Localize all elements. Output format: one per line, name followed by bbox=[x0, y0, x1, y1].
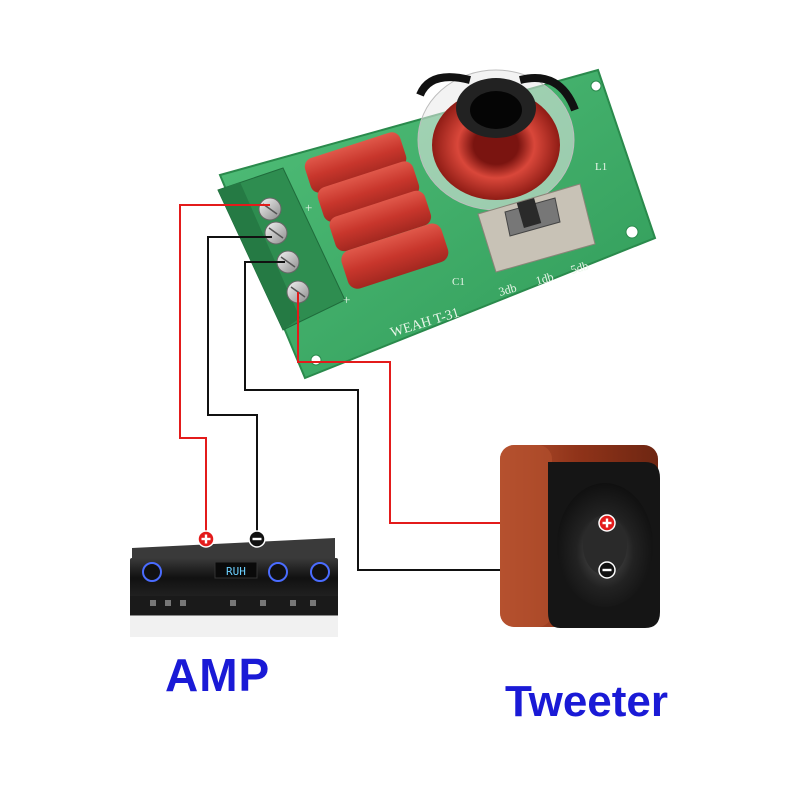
amp-display: RUH bbox=[226, 565, 246, 578]
switch-position-labels: 3db 1db 5db bbox=[497, 258, 590, 298]
tweeter-positive-wire bbox=[297, 292, 592, 524]
mounting-hole bbox=[590, 80, 602, 92]
crossover-board: + + C1 L1 bbox=[217, 68, 657, 380]
terminal-screw bbox=[276, 250, 300, 274]
terminal-screw bbox=[264, 221, 288, 245]
level-switch: 3db 1db 5db bbox=[477, 183, 596, 299]
capacitor-bank: C1 bbox=[304, 132, 465, 289]
tweeter-negative-terminal bbox=[598, 561, 616, 579]
capacitor bbox=[341, 223, 449, 289]
amp-positive-wire bbox=[179, 204, 270, 532]
tweeter-label: Tweeter bbox=[505, 677, 669, 726]
switch-label-1db: 1db bbox=[534, 269, 555, 287]
pcb-plus-mark: + bbox=[343, 292, 350, 307]
amplifier: RUH bbox=[130, 538, 338, 637]
mounting-hole bbox=[310, 354, 322, 366]
amp-negative-terminal bbox=[248, 530, 266, 548]
tweeter bbox=[500, 445, 660, 628]
amp-negative-wire bbox=[207, 236, 272, 532]
amp-positive-terminal bbox=[197, 530, 215, 548]
terminal-screw bbox=[258, 197, 282, 221]
inductor-coil: L1 bbox=[416, 69, 607, 211]
switch-label-3db: 3db bbox=[497, 280, 518, 298]
mounting-hole bbox=[625, 225, 639, 239]
switch-label-5db: 5db bbox=[569, 258, 590, 276]
wiring bbox=[179, 204, 592, 571]
tweeter-negative-wire bbox=[244, 261, 592, 571]
capacitor bbox=[317, 161, 420, 222]
capacitor bbox=[329, 190, 432, 252]
coil-label: L1 bbox=[595, 161, 607, 173]
tweeter-positive-terminal bbox=[598, 514, 616, 532]
pcb-plus-mark: + bbox=[305, 200, 312, 215]
capacitor bbox=[304, 132, 407, 193]
capacitor-label: C1 bbox=[452, 276, 465, 288]
amp-label: AMP bbox=[165, 649, 271, 701]
